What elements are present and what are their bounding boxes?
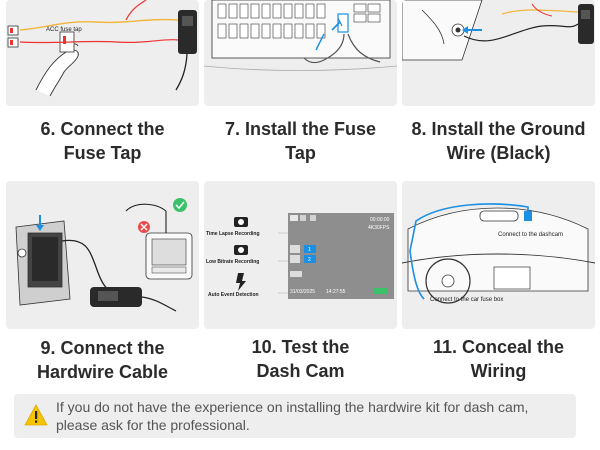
resolution-readout: 4K30FPS bbox=[368, 225, 390, 231]
step-9-image bbox=[6, 181, 199, 329]
hardwire-cable-illustration bbox=[15, 198, 193, 312]
mode-label-timelapse: Time Lapse Recording bbox=[206, 231, 260, 237]
screen-clock: 14:27:55 bbox=[326, 289, 346, 295]
step-6-image: ACC fuse tap bbox=[6, 0, 199, 106]
battery-icon bbox=[374, 288, 388, 294]
step-11-title-line2: Wiring bbox=[470, 361, 527, 381]
warning-box: If you do not have the experience on ins… bbox=[14, 394, 576, 438]
step-8-caption: 8. Install the Ground Wire (Black) bbox=[402, 117, 595, 165]
auto-event-mode: Auto Event Detection bbox=[208, 273, 259, 298]
indicator-1 bbox=[304, 245, 316, 253]
step-6-caption: 6. Connect the Fuse Tap bbox=[6, 117, 199, 165]
step-7-title-line1: 7. Install the Fuse bbox=[224, 119, 377, 139]
step-6-title-line1: 6. Connect the bbox=[40, 119, 165, 139]
conceal-wiring-illustration: Connect to the dashcam Connect to the ca… bbox=[402, 203, 595, 304]
step-6-title-line2: Fuse Tap bbox=[63, 143, 142, 163]
test-dashcam-illustration: Time Lapse Recording Low Bitrate Recordi… bbox=[206, 213, 394, 299]
screen-date: 31/03/2025 bbox=[290, 289, 315, 295]
warning-triangle-icon bbox=[24, 404, 48, 426]
fuse-box-illustration bbox=[204, 0, 397, 71]
step-9-title-line1: 9. Connect the bbox=[40, 338, 165, 358]
fuse-tap-label: ACC fuse tap bbox=[46, 27, 82, 33]
label-connect-dashcam: Connect to the dashcam bbox=[498, 232, 563, 238]
label-connect-fusebox: Connect to the car fuse box bbox=[430, 297, 503, 303]
step-9-caption: 9. Connect the Hardwire Cable bbox=[6, 336, 199, 384]
time-counter: 00:00:00 bbox=[370, 217, 390, 223]
mode-label-lowbitrate: Low Bitrate Recording bbox=[206, 259, 259, 265]
step-11-title-line1: 11. Conceal the bbox=[432, 337, 565, 357]
fuse-tap-illustration: ACC fuse tap bbox=[7, 0, 197, 97]
time-lapse-mode: Time Lapse Recording bbox=[206, 217, 260, 237]
low-bitrate-mode: Low Bitrate Recording bbox=[206, 245, 259, 265]
mode-label-autoevent: Auto Event Detection bbox=[208, 292, 259, 298]
indicator-2-text: 2 bbox=[308, 257, 311, 263]
step-8-title-line1: 8. Install the Ground bbox=[411, 119, 586, 139]
step-10-image: Time Lapse Recording Low Bitrate Recordi… bbox=[204, 181, 397, 329]
step-10-title-line2: Dash Cam bbox=[256, 361, 345, 381]
running-person-icon bbox=[236, 273, 246, 291]
step-10-title-line1: 10. Test the bbox=[251, 337, 350, 357]
warning-text: If you do not have the experience on ins… bbox=[56, 399, 529, 433]
step-7-caption: 7. Install the Fuse Tap bbox=[204, 117, 397, 165]
step-7-title-line2: Tap bbox=[285, 143, 316, 163]
step-9-title-line2: Hardwire Cable bbox=[36, 362, 169, 382]
indicator-2 bbox=[304, 255, 316, 263]
step-11-caption: 11. Conceal the Wiring bbox=[402, 335, 595, 383]
step-7-image bbox=[204, 0, 397, 106]
step-8-image bbox=[402, 0, 595, 106]
indicator-1-text: 1 bbox=[308, 247, 311, 253]
ground-wire-illustration bbox=[402, 0, 594, 61]
step-11-image: Connect to the dashcam Connect to the ca… bbox=[402, 181, 595, 329]
step-8-title-line2: Wire (Black) bbox=[446, 143, 551, 163]
step-10-caption: 10. Test the Dash Cam bbox=[204, 335, 397, 383]
